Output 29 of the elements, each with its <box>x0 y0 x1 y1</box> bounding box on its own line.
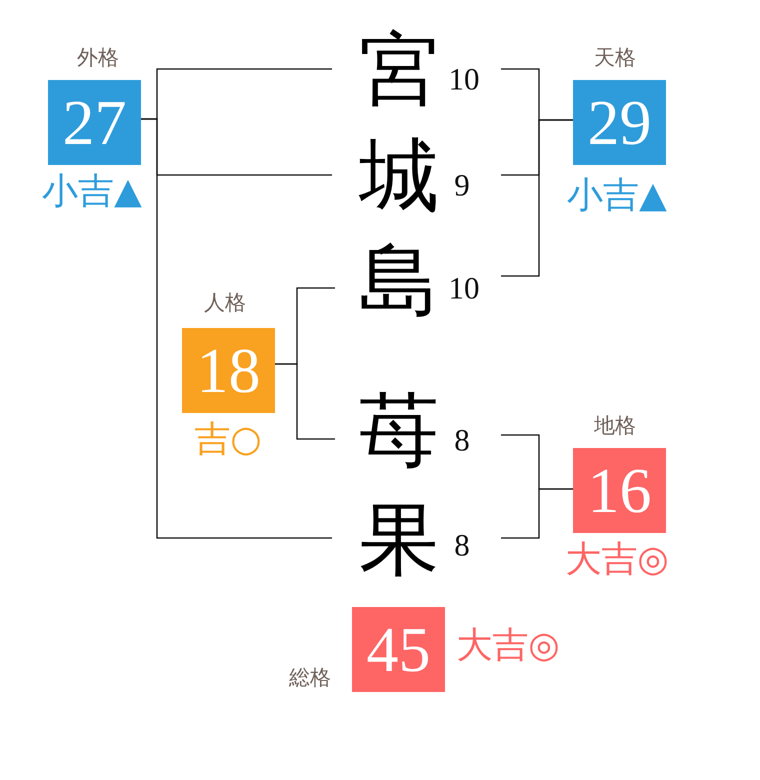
connector-line <box>275 363 335 440</box>
kanji-character: 果 <box>359 500 439 580</box>
connector-line <box>501 119 573 277</box>
connector-line <box>141 118 332 539</box>
score-number: 29 <box>588 90 652 154</box>
heading-label: 人格 <box>204 292 246 314</box>
score-number: 27 <box>62 90 126 154</box>
fortune-label: 小吉▲ <box>567 178 667 214</box>
fortune-label: 大吉◎ <box>565 542 669 578</box>
heading-label: 外格 <box>77 48 119 68</box>
heading-label: 天格 <box>594 48 636 68</box>
stroke-count: 10 <box>448 64 480 94</box>
heading-label: 地格 <box>594 416 636 436</box>
stroke-count: 10 <box>448 272 480 304</box>
score-number: 16 <box>588 458 652 522</box>
score-number: 45 <box>366 618 430 682</box>
kanji-character: 島 <box>359 241 439 321</box>
score-number: 18 <box>196 338 260 402</box>
connector-line <box>501 488 573 539</box>
stroke-count: 9 <box>454 170 470 200</box>
fortune-label: 大吉◎ <box>456 628 560 664</box>
kanji-character: 城 <box>359 136 439 216</box>
heading-label: 総格 <box>289 668 331 688</box>
kanji-character: 宮 <box>359 30 439 110</box>
fortune-label: 小吉▲ <box>42 174 142 210</box>
fortune-label: 吉○ <box>194 422 262 458</box>
stroke-count: 8 <box>454 424 470 456</box>
stroke-count: 8 <box>454 530 470 560</box>
kanji-character: 苺 <box>359 391 439 471</box>
